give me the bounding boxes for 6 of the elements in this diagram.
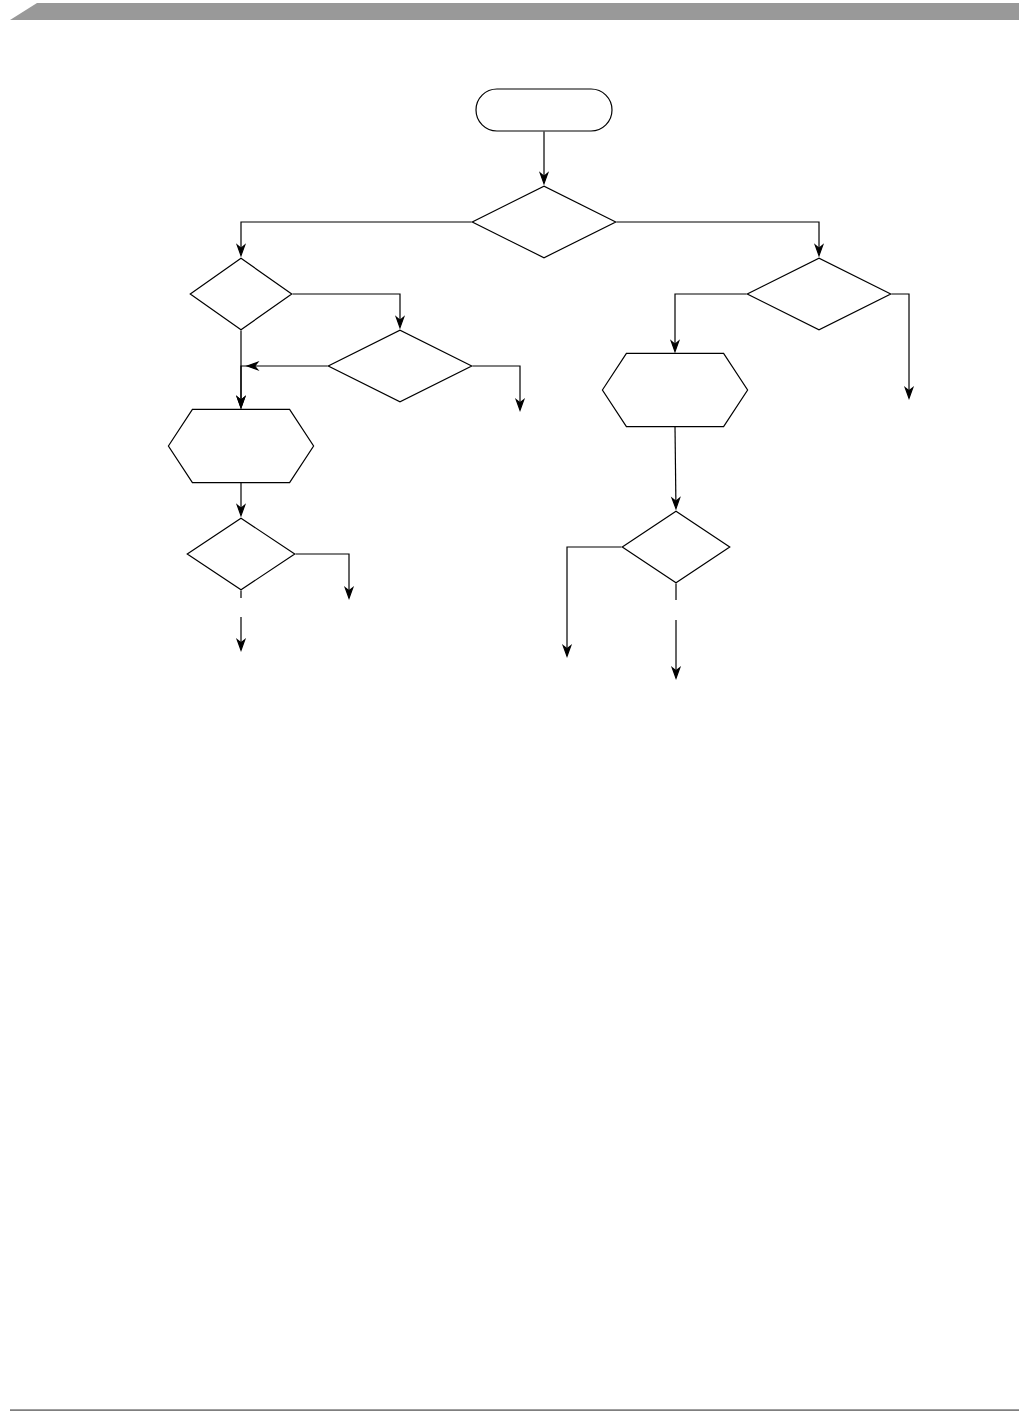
decision-diamond [621, 510, 731, 584]
decision-diamond [189, 257, 293, 331]
process-hexagon [167, 408, 315, 484]
decision-diamond [186, 517, 296, 591]
process-hexagon [601, 352, 749, 428]
terminator-box [475, 88, 613, 132]
